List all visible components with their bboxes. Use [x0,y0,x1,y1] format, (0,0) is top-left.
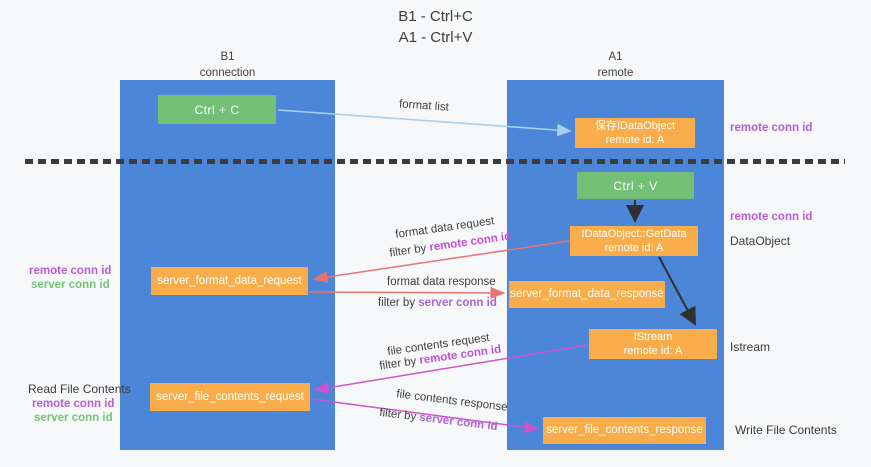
remote-conn-id-label-left-mid: remote conn id [29,265,112,277]
filter-by-server-conn-id-label-1: filter by server conn id [378,297,497,309]
format-list-edge-label: format list [398,98,450,114]
istream-label: Istream [730,340,771,354]
lane-a1-subtitle: remote [597,66,634,79]
node-save-idataobject-line2: remote id: A [605,134,665,146]
dataobject-label: DataObject [730,234,791,248]
server-conn-id-text: server conn id [418,297,497,309]
remote-conn-id-label-left-bottom: remote conn id [32,398,115,410]
node-server-file-contents-response: server_file_contents_response [543,417,706,444]
diagram-title: B1 - Ctrl+C A1 - Ctrl+V [0,6,871,48]
lane-b1-header: B1 connection [120,50,335,81]
lane-b1-name: B1 [220,51,235,63]
read-file-contents-label: Read File Contents [28,382,131,396]
node-save-idataobject: 保存IDataObject remote id: A [575,118,695,148]
filter-by-server-conn-id-label-2: filter by server conn id [379,407,498,433]
server-conn-id-label-left-mid: server conn id [31,279,110,291]
node-istream-line2: remote id: A [623,345,683,357]
node-server-format-data-response: server_format_data_response [509,281,665,308]
node-idataobject-getdata-line1: IDataObject::GetData [581,227,687,240]
node-server-file-contents-request: server_file_contents_request [150,383,310,411]
node-save-idataobject-line1: 保存IDataObject [594,119,676,132]
filter-by-text: filter by [378,297,416,309]
remote-conn-id-label-mid-right: remote conn id [730,211,813,223]
lane-a1-name: A1 [608,51,623,63]
filter-by-text: filter by [378,355,418,373]
lane-b1-subtitle: connection [199,66,256,79]
node-server-format-data-request: server_format_data_request [151,267,308,295]
server-conn-id-text: server conn id [418,411,499,434]
lane-a1-header: A1 remote [507,50,724,81]
diagram-title-line1: B1 - Ctrl+C [398,8,473,25]
format-data-response-edge-label: format data response [387,276,496,288]
remote-conn-id-label-top-right: remote conn id [730,122,813,134]
node-ctrl-v: Ctrl + V [577,172,694,199]
node-ctrl-c: Ctrl + C [158,95,276,124]
node-istream-line1: IStream [633,330,673,343]
filter-by-text: filter by [378,406,417,424]
server-conn-id-label-left-bottom: server conn id [34,412,113,424]
node-istream: IStream remote id: A [589,329,717,359]
node-idataobject-getdata: IDataObject::GetData remote id: A [570,226,698,256]
filter-by-text: filter by [388,242,428,260]
node-idataobject-getdata-line2: remote id: A [604,242,664,254]
format-data-response-arrow [308,286,506,299]
session-divider-dashed-line [25,159,845,164]
write-file-contents-label: Write File Contents [735,423,837,437]
diagram-title-line2: A1 - Ctrl+V [398,29,473,46]
